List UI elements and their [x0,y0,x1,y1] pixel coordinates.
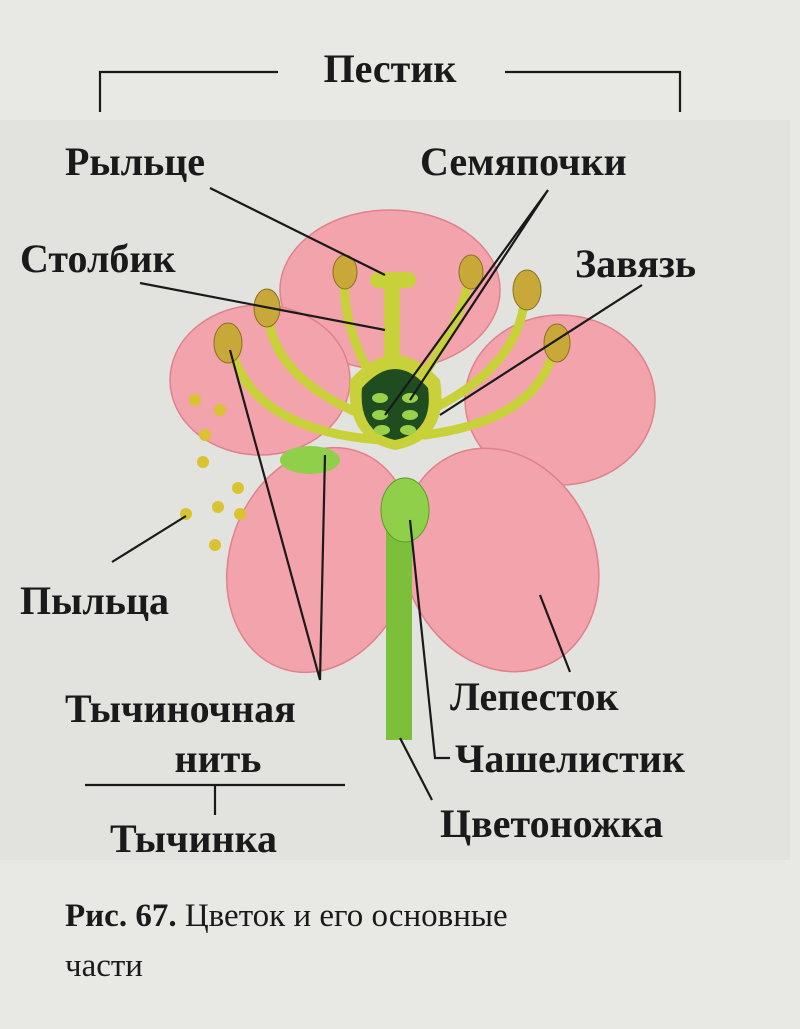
stamen-bracket [85,783,345,815]
figure-caption-line2: части [65,948,143,984]
sepal-shape [380,477,430,543]
flower-illustration [169,209,656,740]
pistil-bracket [98,70,682,112]
petal-bottom-right [400,447,600,673]
label-ovules: Семяпочки [420,139,627,184]
label-stigma: Рыльце [65,139,205,184]
figure-caption-line1: Рис. 67. Цветок и его основные [65,898,508,934]
label-petal: Лепесток [450,674,619,719]
label-filament-2: нить [175,736,262,781]
label-ovary: Завязь [575,241,696,286]
label-pollen: Пыльца [20,578,169,623]
ovary-shape [361,369,429,440]
sepal-left [280,446,340,474]
label-filament-1: Тычиночная [65,686,296,731]
label-sepal: Чашелистик [455,736,685,781]
label-pistil: Пестик [324,46,457,91]
label-pedicel: Цветоножка [440,801,663,846]
figure-number: Рис. 67. [65,898,177,934]
label-style: Столбик [20,236,176,281]
label-stamen: Тычинка [110,816,277,861]
caption-text: Цветок и его основные [177,898,508,934]
leader-lines [85,70,682,815]
